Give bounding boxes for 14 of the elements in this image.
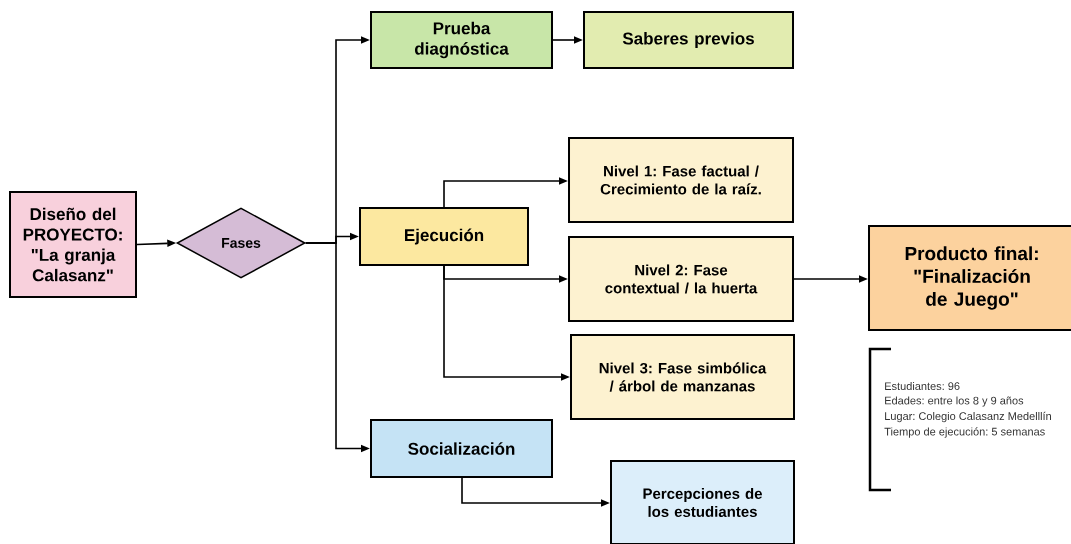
level-box: Nivel 1: Fase factual / Crecimiento de la raíz. <box>568 137 794 223</box>
note-text: Lugar: Colegio Calasanz Medelllín <box>885 411 1051 423</box>
note-text: Estudiantes: 96 <box>885 381 960 391</box>
phase-box: Ejecución <box>359 207 529 266</box>
result-box: Saberes previos <box>583 11 794 69</box>
result-box: Percepciones de los estudiantes <box>610 460 795 544</box>
note-text: Tiempo de ejecución: 5 semanas <box>884 427 1045 438</box>
phase-box: Socialización <box>370 419 553 478</box>
phase-box: Prueba diagnóstica <box>370 11 553 69</box>
level-box: Nivel 3: Fase simbólica / árbol de manzanas <box>570 334 795 420</box>
note-text: Edades: entre los 8 y 9 años <box>885 396 1024 407</box>
level-box: Nivel 2: Fase contextual / la huerta <box>568 236 794 322</box>
product-box: Producto final: "Finalización de Juego" <box>868 225 1071 331</box>
project-box: Diseño del PROYECTO: "La granja Calasanz" <box>9 191 137 298</box>
